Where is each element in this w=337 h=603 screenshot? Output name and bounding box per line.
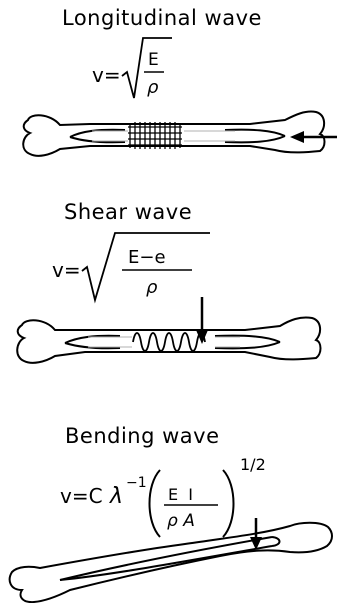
medullary-canal-left <box>69 128 126 144</box>
impact-arrow-bending <box>250 518 262 550</box>
right-paren <box>222 469 235 538</box>
title-shear-wave: Shear wave <box>64 200 193 224</box>
medullary-canal-right <box>214 334 281 350</box>
formula-shear: v= E−e ρ <box>52 232 210 304</box>
left-paren <box>148 469 161 538</box>
formula-denominator: ρ A <box>167 511 195 531</box>
sqrt-sign <box>81 232 210 304</box>
formula-lambda-exponent: −1 <box>126 475 147 491</box>
formula-longitudinal: v= E ρ <box>92 37 172 99</box>
formula-numerator: E−e <box>128 247 166 268</box>
medullary-canal-tip <box>271 536 281 547</box>
medullary-canal-lower <box>59 545 273 581</box>
formula-bending: v=C λ −1 E I ρ A 1/2 <box>60 455 266 538</box>
gauge-lines <box>92 130 235 142</box>
formula-outer-exponent: 1/2 <box>240 455 266 474</box>
sqrt-sign <box>121 37 172 99</box>
medullary-canal-right <box>224 128 286 144</box>
title-longitudinal-wave: Longitudinal wave <box>62 6 262 30</box>
formula-lhs: v=C <box>60 484 103 508</box>
formula-lhs: v= <box>92 63 121 87</box>
bone-shear <box>16 316 322 364</box>
formula-denominator: ρ <box>147 77 159 98</box>
bone-outline <box>16 316 322 364</box>
medullary-canal-upper <box>59 536 273 581</box>
title-bending-wave: Bending wave <box>65 424 220 448</box>
compression-rings <box>128 122 182 149</box>
formula-lambda: λ <box>109 484 123 509</box>
gauge-lines <box>88 336 240 348</box>
formula-numerator: E I <box>168 485 193 504</box>
formula-numerator: E <box>148 50 159 70</box>
medullary-canal-left <box>64 334 121 350</box>
bone-bending <box>8 521 333 603</box>
shear-waveform <box>132 332 206 352</box>
bone-outline <box>22 110 326 157</box>
bone-longitudinal <box>22 110 326 157</box>
formula-lhs: v= <box>52 258 81 282</box>
bone-outline <box>8 521 333 603</box>
formula-denominator: ρ <box>146 277 158 298</box>
impact-arrow-axial <box>290 131 337 143</box>
impact-arrow-transverse-shear <box>196 297 208 344</box>
